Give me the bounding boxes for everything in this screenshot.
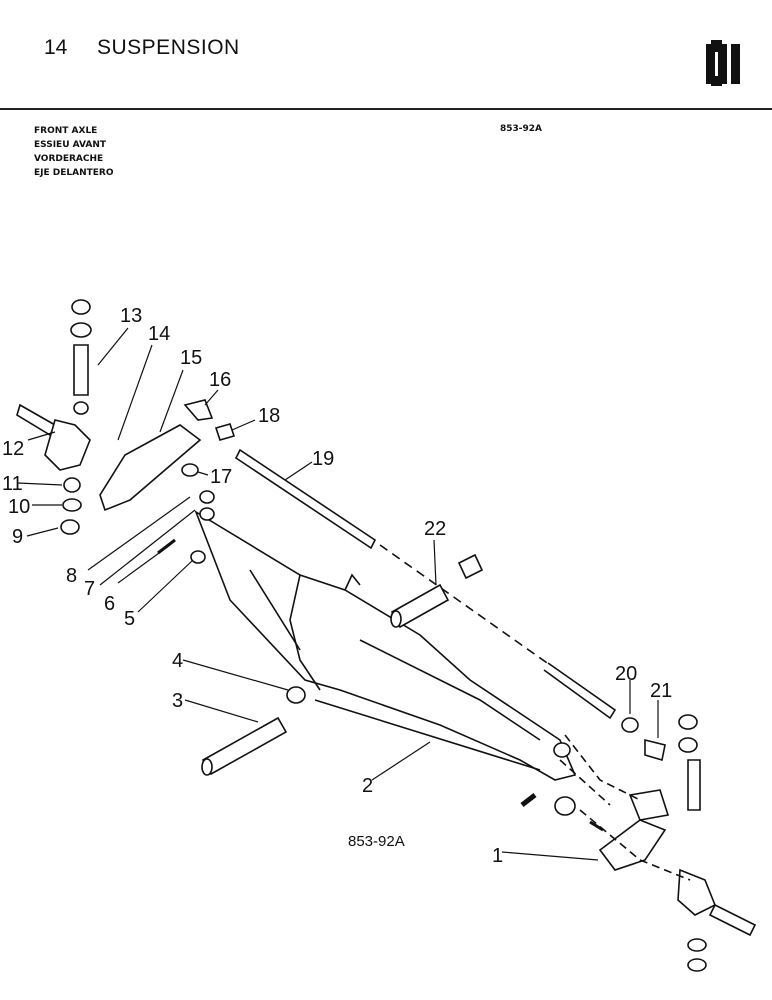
callout-12: 12 [2, 438, 24, 460]
callout-6: 6 [104, 593, 115, 615]
callout-4: 4 [172, 650, 183, 672]
axle-beam [194, 510, 577, 781]
callout-21: 21 [650, 680, 672, 702]
callout-13: 13 [120, 305, 142, 327]
tie-rod-sleeve [390, 553, 484, 629]
left-steering-knuckle [16, 403, 91, 471]
caption-block: FRONT AXLE ESSIEU AVANT VORDERACHE EJE D… [34, 124, 114, 180]
caption-english: FRONT AXLE [34, 126, 98, 136]
callout-22: 22 [424, 518, 446, 540]
callout-20: 20 [615, 663, 637, 685]
callout-19: 19 [312, 448, 334, 470]
left-ball-joint [183, 399, 214, 421]
reference-code: 853-92A [500, 124, 543, 134]
section-title: SUSPENSION [97, 36, 240, 59]
caption-french: ESSIEU AVANT [34, 140, 106, 150]
section-number: 14 [44, 36, 68, 59]
tie-rod-tube [234, 448, 617, 720]
pivot-pin [201, 716, 288, 776]
nut-18 [214, 423, 236, 441]
callout-9: 9 [12, 526, 23, 548]
callout-1: 1 [492, 845, 503, 867]
callout-14: 14 [148, 323, 170, 345]
callout-5: 5 [124, 608, 135, 630]
callout-2: 2 [362, 775, 373, 797]
callout-3: 3 [172, 690, 183, 712]
callout-7: 7 [84, 578, 95, 600]
caption-spanish: EJE DELANTERO [34, 168, 114, 178]
header-rule [0, 108, 772, 110]
left-steering-arm [99, 424, 202, 512]
callout-18: 18 [258, 405, 280, 427]
callout-17: 17 [210, 466, 232, 488]
right-steering-knuckle [677, 868, 757, 937]
right-ball-joint [644, 738, 666, 762]
callout-15: 15 [180, 347, 202, 369]
right-steering-arm [598, 819, 667, 871]
callout-11: 11 [2, 473, 23, 495]
caption-german: VORDERACHE [34, 154, 104, 164]
left-king-pin [70, 299, 92, 415]
ih-logo-icon [706, 40, 740, 86]
figure-code: 853-92A [348, 833, 405, 850]
callout-10: 10 [8, 496, 30, 518]
bushing [286, 686, 306, 704]
nut-20 [621, 717, 639, 733]
callout-8: 8 [66, 565, 77, 587]
right-king-pin [687, 759, 701, 811]
callout-16: 16 [209, 369, 231, 391]
